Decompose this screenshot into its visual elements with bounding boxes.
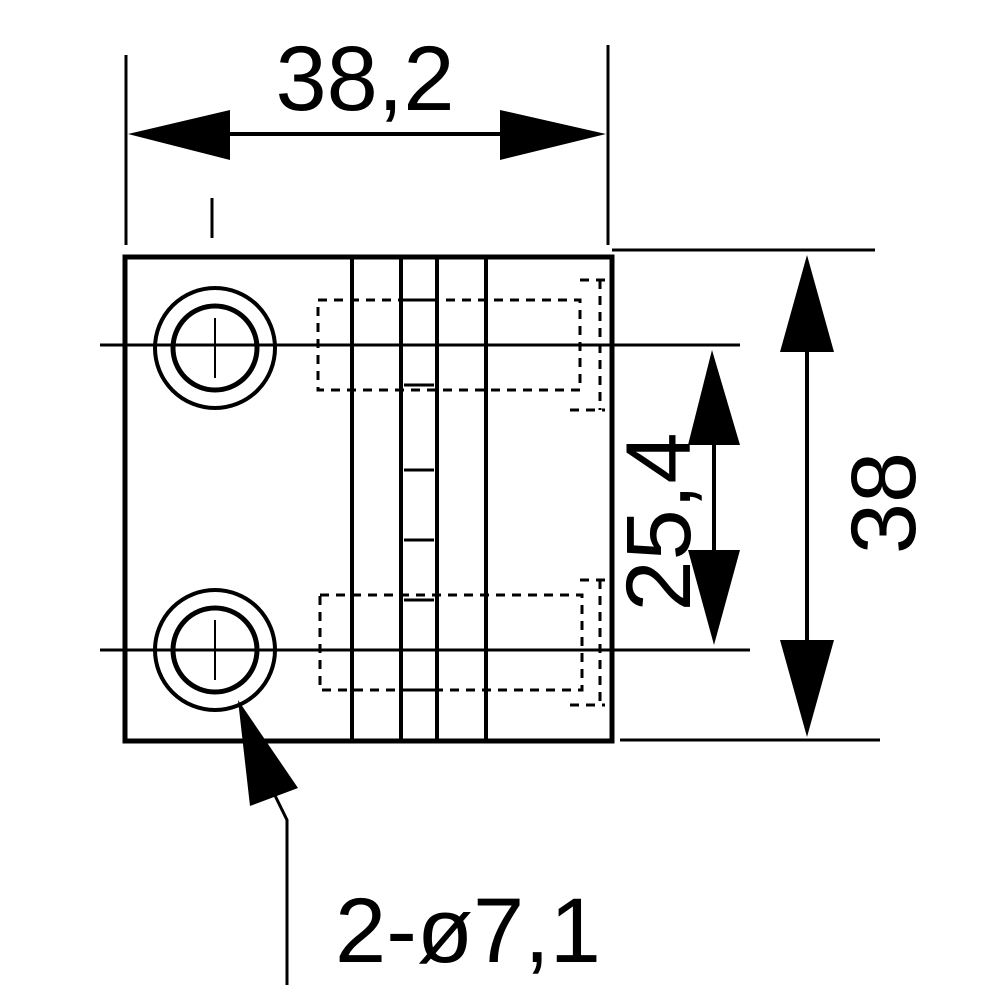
hinge-body (122, 254, 615, 744)
hole-callout-leader (238, 700, 298, 985)
hole-spacing-arrow-bottom (688, 550, 740, 645)
hole-spacing-arrow-top (688, 350, 740, 445)
height-dimension (612, 248, 880, 742)
width-dimension (124, 45, 610, 245)
hinge-outline (122, 254, 615, 744)
knuckle-segment-ticks (404, 298, 434, 692)
mounting-hole-top (153, 286, 277, 410)
hole-center-lines (100, 343, 750, 652)
hole-spacing-dimension-label: 25,4 (608, 432, 710, 611)
hole-spacing-dimension (688, 350, 740, 645)
height-arrow-top (780, 255, 834, 352)
width-dimension-label: 38,2 (275, 28, 454, 130)
width-arrow-right (500, 110, 606, 160)
leader-arrow (238, 700, 298, 806)
height-arrow-bottom (780, 640, 834, 737)
hidden-leaf-bottom (318, 593, 584, 692)
hole-callout-label: 2-ø7,1 (335, 880, 601, 982)
width-arrow-left (128, 110, 230, 160)
height-dimension-label: 38 (833, 452, 935, 554)
